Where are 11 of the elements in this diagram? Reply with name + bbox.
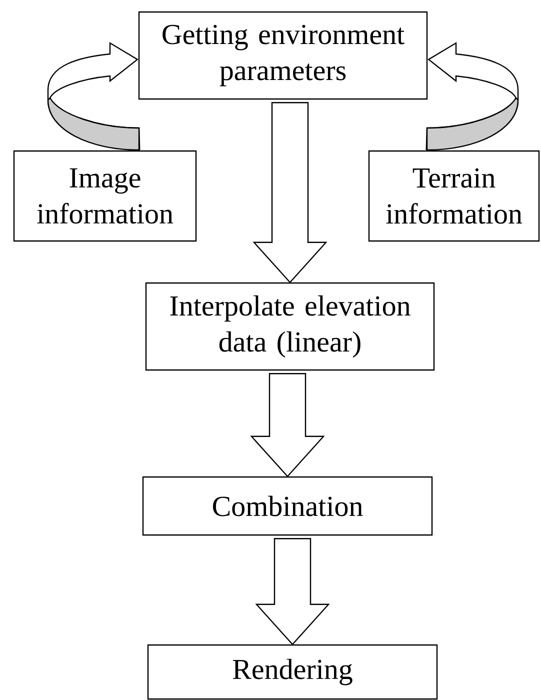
block-arrow bbox=[250, 373, 325, 478]
process-box: Combination bbox=[142, 476, 433, 536]
process-box: Rendering bbox=[147, 644, 438, 700]
process-box: Terrain information bbox=[368, 150, 540, 242]
process-box: Getting environment parameters bbox=[138, 11, 428, 100]
block-arrow bbox=[255, 538, 330, 646]
curved-arrow bbox=[426, 42, 519, 151]
block-arrow bbox=[252, 102, 328, 284]
curved-arrow bbox=[47, 42, 140, 151]
process-box: Image information bbox=[13, 150, 197, 242]
process-box: Interpolate elevation data (linear) bbox=[145, 282, 435, 371]
